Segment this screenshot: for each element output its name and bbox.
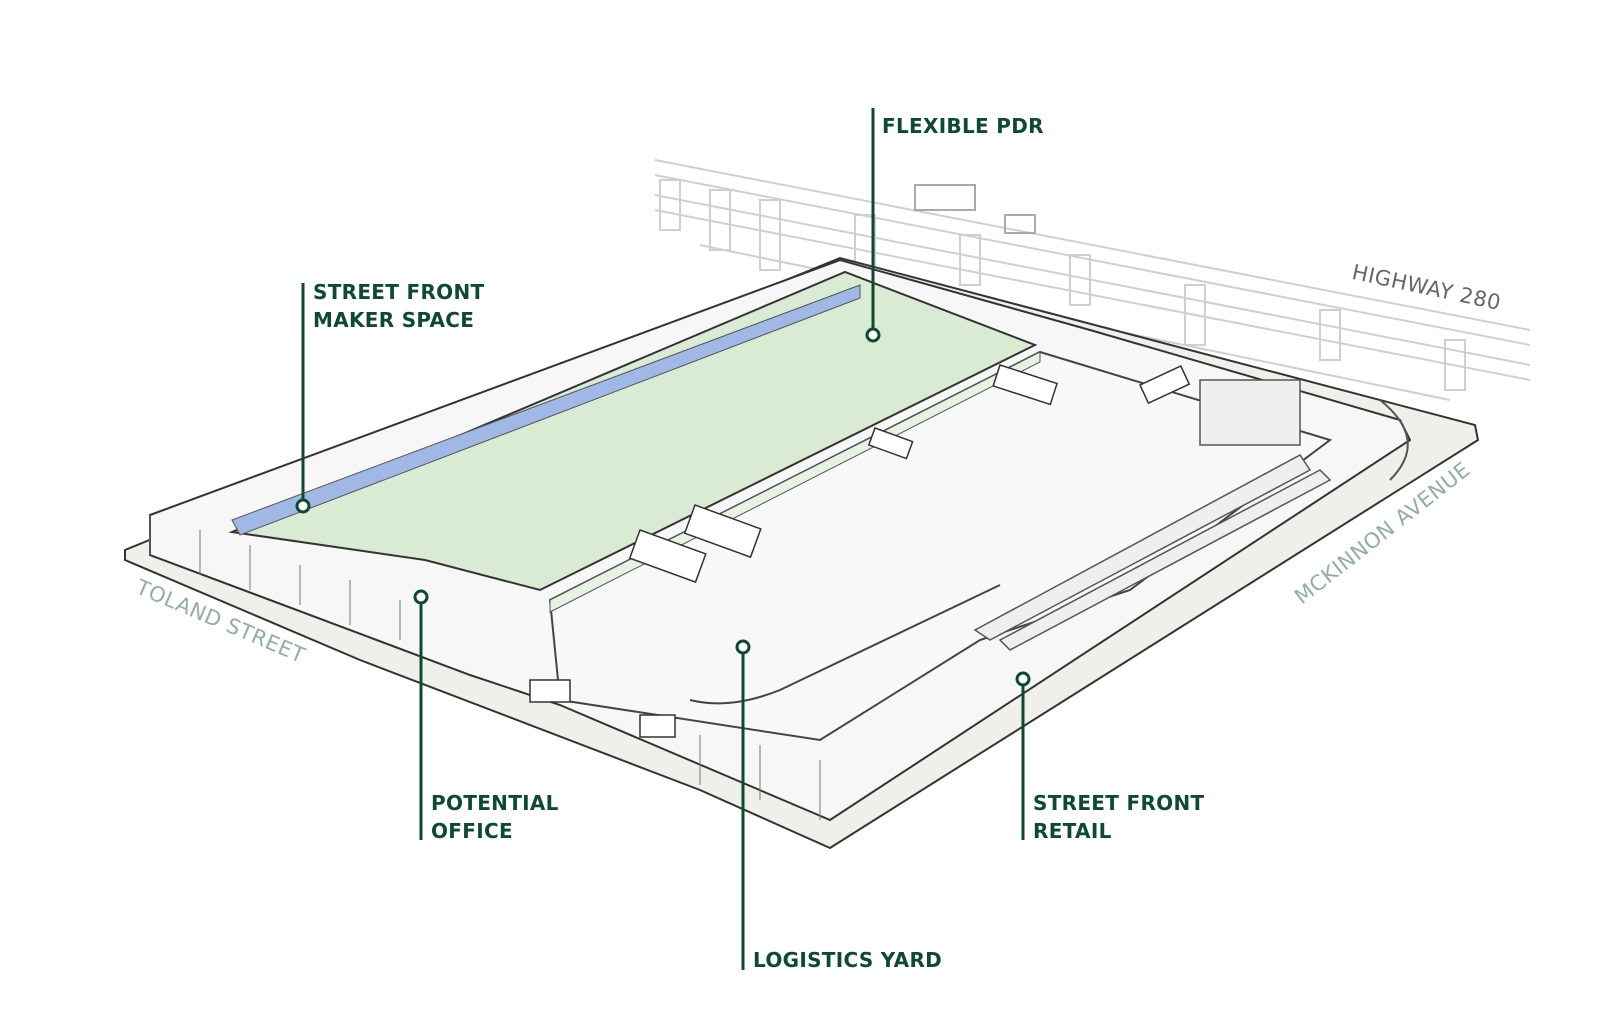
label-line: MAKER SPACE bbox=[313, 308, 475, 332]
yard-curve bbox=[689, 584, 1001, 705]
label-logistics-yard: LOGISTICS YARD bbox=[753, 948, 943, 972]
label-line: STREET FRONT bbox=[313, 280, 485, 304]
ramps bbox=[973, 379, 1332, 651]
marker-retail bbox=[1015, 671, 1031, 687]
trucks bbox=[529, 364, 1191, 738]
label-potential-office: POTENTIAL OFFICE bbox=[431, 789, 559, 845]
maker-space-strip bbox=[231, 284, 861, 536]
label-line: POTENTIAL bbox=[431, 791, 559, 815]
label-flexible-pdr: FLEXIBLE PDR bbox=[882, 114, 1044, 138]
marker-logistics-yard bbox=[735, 639, 751, 655]
label-line: RETAIL bbox=[1033, 819, 1112, 843]
label-street-front-retail: STREET FRONT RETAIL bbox=[1033, 789, 1204, 845]
label-line: STREET FRONT bbox=[1033, 791, 1205, 815]
marker-flexible-pdr bbox=[865, 327, 881, 343]
leader-lines bbox=[295, 108, 1031, 970]
flexible-pdr-area bbox=[228, 270, 1038, 592]
label-line: OFFICE bbox=[431, 819, 513, 843]
curved-facade bbox=[1379, 399, 1409, 481]
highway-280-structure bbox=[654, 159, 1531, 401]
label-maker-space: STREET FRONT MAKER SPACE bbox=[313, 278, 484, 334]
marker-office bbox=[413, 589, 429, 605]
facade-walls bbox=[149, 515, 821, 820]
marker-maker-space bbox=[295, 498, 311, 514]
